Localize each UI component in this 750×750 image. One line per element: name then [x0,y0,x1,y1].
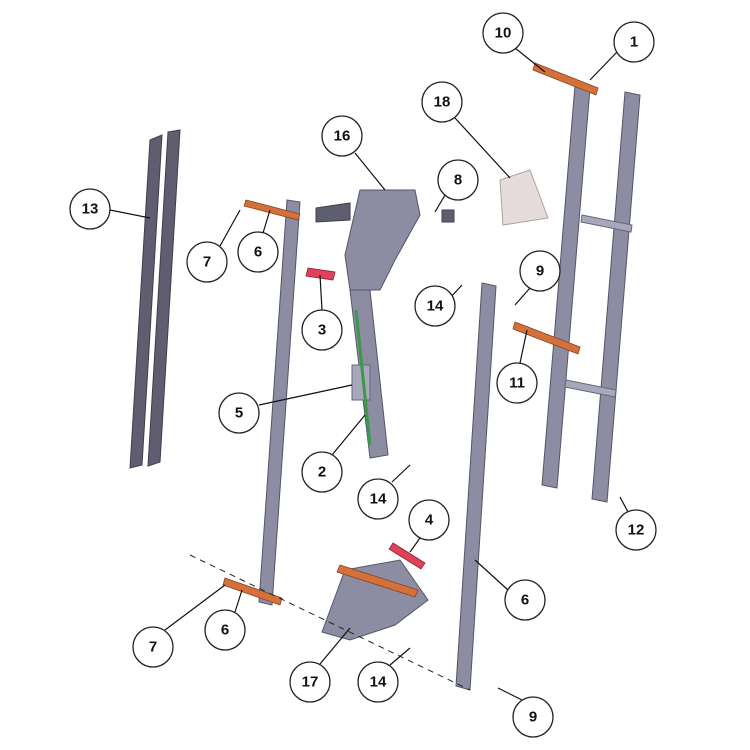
svg-text:10: 10 [495,25,512,42]
callout-12: 12 [615,509,657,551]
svg-text:4: 4 [425,512,434,529]
part-1-frame [541,84,641,503]
callout-17: 17 [289,661,331,703]
callout-5: 5 [218,392,260,434]
callout-7: 7 [186,241,228,283]
svg-text:2: 2 [318,464,326,481]
callout-16: 16 [321,115,363,157]
svg-text:18: 18 [434,94,451,111]
svg-text:3: 3 [318,322,326,339]
callout-9: 9 [519,250,561,292]
callout-6: 6 [237,231,279,273]
part-16-bracket [315,189,421,459]
svg-text:14: 14 [370,491,387,508]
assembly-line [189,554,471,691]
svg-text:1: 1 [630,34,638,51]
part-2-spring [354,309,372,446]
callout-1: 1 [613,21,655,63]
callout-9: 9 [512,696,554,738]
svg-text:14: 14 [427,298,444,315]
callout-2: 2 [301,451,343,493]
part-17-bracket [321,559,429,641]
part-6-right-bar [455,282,497,691]
callout-10: 10 [482,12,524,54]
callout-6: 6 [204,609,246,651]
svg-text:12: 12 [628,522,645,539]
svg-text:17: 17 [302,674,319,691]
svg-text:9: 9 [536,263,544,280]
svg-text:13: 13 [82,201,99,218]
part-6-left-bar [258,199,301,606]
svg-text:7: 7 [203,254,211,271]
svg-text:6: 6 [254,244,262,261]
callout-8: 8 [437,159,479,201]
callout-14: 14 [357,661,399,703]
callout-3: 3 [301,309,343,351]
callout-14: 14 [414,285,456,327]
callout-4: 4 [408,499,450,541]
callout-13: 13 [69,188,111,230]
svg-text:5: 5 [235,405,243,422]
callout-14: 14 [357,478,399,520]
callout-7: 7 [132,626,174,668]
svg-text:7: 7 [149,639,157,656]
callout-6: 6 [504,579,546,621]
svg-text:6: 6 [521,592,529,609]
svg-text:6: 6 [221,622,229,639]
pins [222,62,599,606]
svg-text:11: 11 [509,375,525,392]
part-13-rail [129,129,181,469]
svg-text:9: 9 [529,709,537,726]
part-18-cover [499,169,549,226]
svg-text:14: 14 [370,674,387,691]
svg-text:16: 16 [334,128,351,145]
leader-lines [109,47,629,701]
callout-18: 18 [421,81,463,123]
callout-11: 11 [496,362,538,404]
svg-text:8: 8 [454,172,462,189]
